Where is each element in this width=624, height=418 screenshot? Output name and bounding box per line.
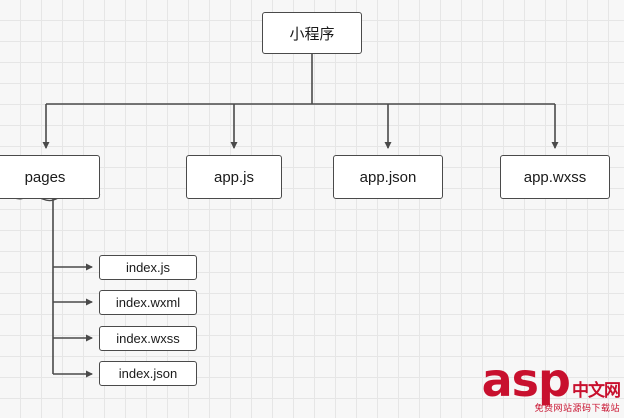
node-index-wxss-label: index.wxss bbox=[116, 331, 180, 346]
node-index-wxml[interactable]: index.wxml bbox=[99, 290, 197, 315]
node-index-wxml-label: index.wxml bbox=[115, 295, 181, 310]
node-app-json[interactable]: app.json bbox=[333, 155, 443, 199]
node-root-label: 小程序 bbox=[289, 24, 335, 43]
node-app-js-label: app.js bbox=[213, 168, 255, 186]
node-index-js[interactable]: index.js bbox=[99, 255, 197, 280]
node-pages-label: pages bbox=[24, 168, 66, 186]
watermark-main: asp 中文网 bbox=[481, 353, 621, 407]
watermark-cn-text: 中文网 bbox=[572, 381, 621, 401]
node-root[interactable]: 小程序 bbox=[262, 12, 362, 54]
node-app-js[interactable]: app.js bbox=[186, 155, 282, 199]
node-index-js-label: index.js bbox=[125, 260, 171, 275]
node-pages[interactable]: pages bbox=[0, 155, 100, 199]
node-app-wxss[interactable]: app.wxss bbox=[500, 155, 610, 199]
node-app-wxss-label: app.wxss bbox=[523, 168, 587, 186]
node-index-json[interactable]: index.json bbox=[99, 361, 197, 386]
node-index-wxss[interactable]: index.wxss bbox=[99, 326, 197, 351]
watermark-main-text: asp bbox=[481, 353, 571, 407]
node-index-json-label: index.json bbox=[118, 366, 178, 381]
watermark: asp 中文网 免费网站源码下载站 bbox=[481, 353, 621, 414]
node-app-json-label: app.json bbox=[359, 168, 417, 186]
watermark-sub-text: 免费网站源码下载站 bbox=[534, 404, 620, 414]
